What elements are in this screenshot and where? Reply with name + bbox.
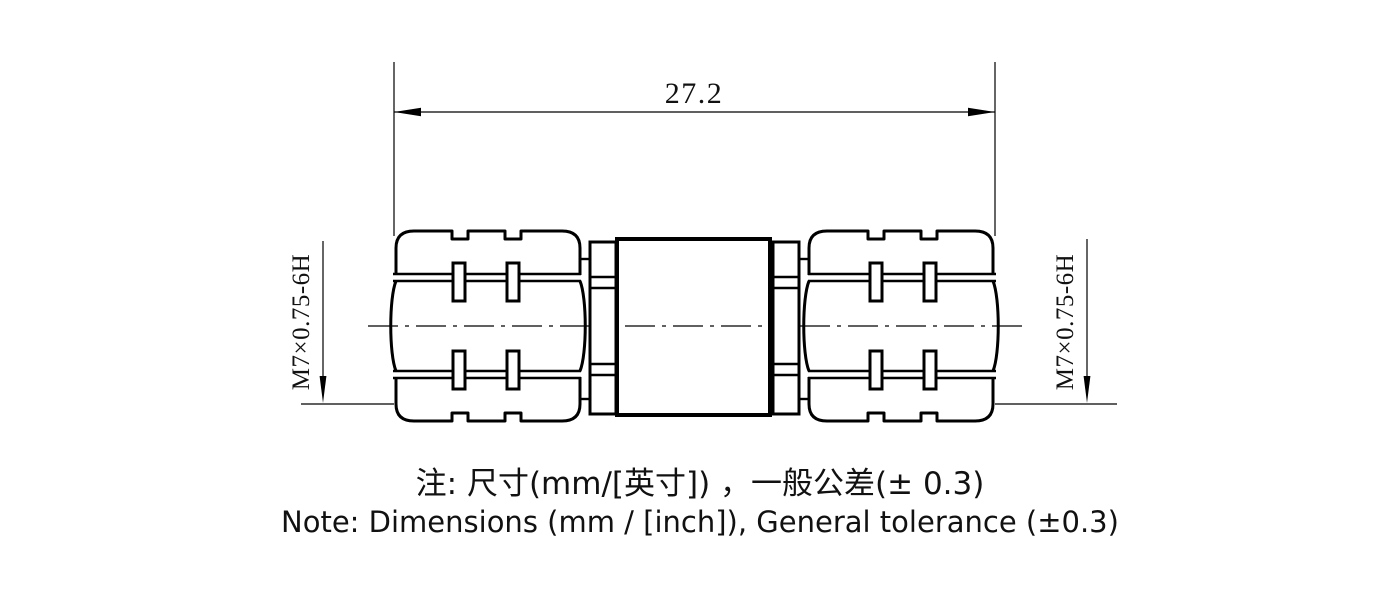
leader-arrow (319, 376, 327, 403)
left-neck-collar (588, 240, 618, 416)
dimension-arrow-left (394, 107, 421, 117)
note-line-english: Note: Dimensions (mm / [inch]), General … (281, 505, 1119, 539)
thread-callout-left: M7×0.75-6H (288, 241, 394, 405)
notes-block: 注: 尺寸(mm/[英寸]) ，一般公差(± 0.3) Note: Dimens… (0, 464, 1400, 541)
thread-callout-right: M7×0.75-6H (995, 239, 1117, 405)
center-body (581, 237, 808, 417)
overall-length-dimension: 27.2 (393, 62, 996, 236)
thread-spec-left: M7×0.75-6H (288, 254, 315, 390)
leader-arrow (1083, 376, 1091, 403)
thread-spec-right: M7×0.75-6H (1052, 254, 1079, 390)
center-barrel (615, 237, 772, 417)
note-line-chinese: 注: 尺寸(mm/[英寸]) ，一般公差(± 0.3) (415, 466, 985, 502)
right-neck-collar (771, 240, 801, 416)
overall-length-value: 27.2 (665, 77, 724, 110)
dimension-arrow-right (968, 107, 995, 117)
